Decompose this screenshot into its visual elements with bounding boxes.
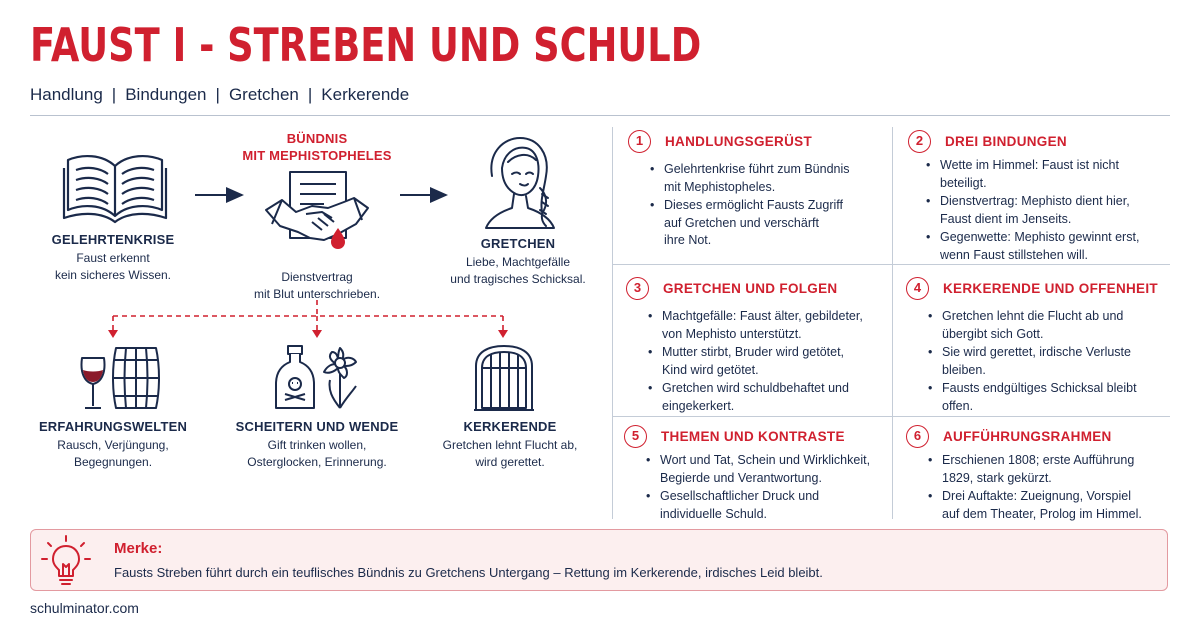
panel-number-badge: 1 — [628, 129, 651, 153]
node-buendnis: BÜNDNIS MIT MEPHISTOPHELES — [222, 131, 412, 163]
merke-text: Fausts Streben führt durch ein teuflisch… — [114, 565, 823, 580]
panel-kerkerende-und-offenheit: 4 KERKERENDE UND OFFENHEIT Gretchen lehn… — [906, 276, 1170, 416]
subtitle-item-kerkerende: Kerkerende — [321, 85, 410, 104]
panel-title: THEMEN UND KONTRASTE — [661, 428, 845, 444]
panel-title: DREI BINDUNGEN — [945, 133, 1067, 149]
node-erfahrungswelten: ERFAHRUNGSWELTEN Rausch, Verjüngung, Beg… — [20, 419, 206, 471]
grid-divider — [612, 264, 1170, 265]
wine-barrel-icon — [80, 347, 160, 409]
branch-arrowhead — [108, 330, 118, 338]
dashed-branch — [112, 300, 504, 332]
node-title: GELEHRTENKRISE — [51, 232, 175, 247]
node-desc-line: kein sicheres Wissen. — [54, 268, 172, 282]
node-desc-line: mit Blut unterschrieben. — [253, 287, 381, 301]
separator: | — [307, 85, 313, 104]
woman-portrait-icon — [485, 137, 555, 229]
node-desc-line: Faust erkennt — [76, 251, 150, 265]
book-icon — [62, 154, 168, 224]
list-item: Mutter stirbt, Bruder wird getötet,Kind … — [648, 344, 888, 379]
node-title: MIT MEPHISTOPHELES — [242, 148, 392, 163]
branch-arrowhead — [498, 330, 508, 338]
prison-window-icon — [474, 345, 534, 411]
merke-box: Merke: Fausts Streben führt durch ein te… — [30, 529, 1168, 591]
list-item: Gretchen lehnt die Flucht ab undübergibt… — [928, 308, 1170, 343]
poison-daffodil-icon — [275, 345, 357, 409]
panel-handlungsgeruest: 1 HANDLUNGSGERÜST Gelehrtenkrise führt z… — [628, 129, 886, 251]
node-gelehrtenkrise: GELEHRTENKRISE Faust erkennt kein sicher… — [20, 232, 206, 284]
node-gretchen: GRETCHEN Liebe, Machtgefälle und tragisc… — [428, 236, 608, 288]
branch-arrowhead — [312, 330, 322, 338]
node-desc-line: Gift trinken wollen, — [267, 438, 367, 452]
node-desc-line: Dienstvertrag — [281, 270, 353, 284]
separator: | — [111, 85, 117, 104]
list-item: Wette im Himmel: Faust ist nichtbeteilig… — [926, 157, 1170, 192]
list-item: Machtgefälle: Faust älter, gebildeter,vo… — [648, 308, 888, 343]
panel-number-badge: 5 — [624, 424, 647, 448]
panel-themen-und-kontraste: 5 THEMEN UND KONTRASTE Wort und Tat, Sch… — [624, 424, 888, 524]
page-title: FAUST I - STREBEN UND SCHULD — [30, 18, 702, 72]
list-item: Gretchen wird schuldbehaftet undeingeker… — [648, 380, 888, 415]
node-title: GRETCHEN — [480, 236, 556, 251]
node-desc-line: Osterglocken, Erinnerung. — [247, 455, 387, 469]
list-item: Wort und Tat, Schein und Wirklichkeit,Be… — [646, 452, 888, 487]
node-title: SCHEITERN UND WENDE — [235, 419, 399, 434]
panel-drei-bindungen: 2 DREI BINDUNGEN Wette im Himmel: Faust … — [908, 129, 1170, 265]
handshake-contract-icon — [265, 171, 369, 249]
node-desc-line: Begegnungen. — [73, 455, 153, 469]
node-scheitern: SCHEITERN UND WENDE Gift trinken wollen,… — [220, 419, 414, 471]
panel-title: KERKERENDE UND OFFENHEIT — [943, 280, 1158, 296]
panel-title: AUFFÜHRUNGSRAHMEN — [943, 428, 1112, 444]
list-item: Fausts endgültiges Schicksal bleibtoffen… — [928, 380, 1170, 415]
node-title: ERFAHRUNGSWELTEN — [38, 419, 188, 434]
panel-auffuehrungsrahmen: 6 AUFFÜHRUNGSRAHMEN Erschienen 1808; ers… — [906, 424, 1170, 524]
list-item: Gesellschaftlicher Druck undindividuelle… — [646, 488, 888, 523]
node-desc-line: und tragisches Schicksal. — [450, 272, 586, 286]
node-desc-line: Gretchen lehnt Flucht ab, — [442, 438, 578, 452]
panel-number-badge: 4 — [906, 276, 929, 300]
footer-source: schulminator.com — [30, 600, 139, 616]
merke-title: Merke: — [114, 540, 163, 557]
panel-number-badge: 2 — [908, 129, 931, 153]
subtitle-nav: Handlung | Bindungen | Gretchen | Kerkerende — [30, 85, 409, 105]
panel-title: HANDLUNGSGERÜST — [665, 133, 813, 149]
node-desc-line: Liebe, Machtgefälle — [465, 255, 571, 269]
list-item: Dienstvertrag: Mephisto dient hier,Faust… — [926, 193, 1170, 228]
subtitle-item-bindungen: Bindungen — [125, 85, 207, 104]
subtitle-item-gretchen: Gretchen — [228, 85, 299, 104]
node-title: KERKERENDE — [463, 419, 557, 434]
panel-number-badge: 6 — [906, 424, 929, 448]
node-buendnis-desc: Dienstvertrag mit Blut unterschrieben. — [222, 266, 412, 303]
list-item: Sie wird gerettet, irdische Verlusteblei… — [928, 344, 1170, 379]
grid-divider — [612, 416, 1170, 417]
grid-divider — [892, 127, 893, 519]
node-desc-line: wird gerettet. — [475, 455, 545, 469]
separator: | — [215, 85, 220, 104]
panel-gretchen-und-folgen: 3 GRETCHEN UND FOLGEN Machtgefälle: Faus… — [626, 276, 888, 416]
panel-number-badge: 3 — [626, 276, 649, 300]
list-item: Gegenwette: Mephisto gewinnt erst,wenn F… — [926, 229, 1170, 264]
grid-divider — [612, 127, 613, 519]
header-divider — [30, 115, 1170, 116]
panel-title: GRETCHEN UND FOLGEN — [663, 280, 838, 296]
node-title: BÜNDNIS — [286, 131, 348, 146]
node-kerkerende: KERKERENDE Gretchen lehnt Flucht ab, wir… — [420, 419, 600, 471]
node-desc-line: Rausch, Verjüngung, — [57, 438, 169, 452]
subtitle-item-handlung: Handlung — [30, 85, 103, 104]
lightbulb-icon — [41, 535, 91, 585]
diagram-connectors — [108, 187, 508, 338]
